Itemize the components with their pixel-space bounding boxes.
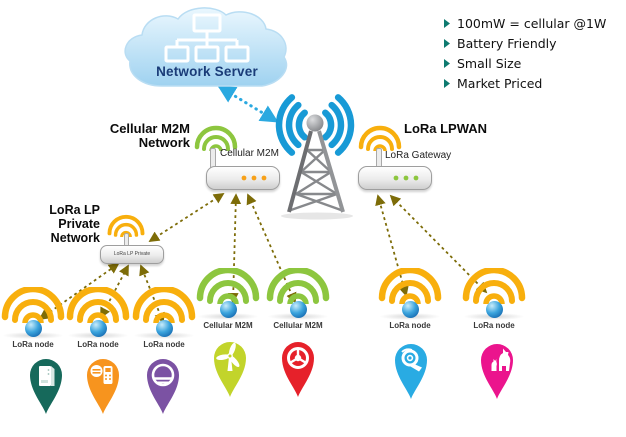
router-label: LoRa LP Private xyxy=(113,251,151,257)
server-tree-icon xyxy=(164,13,250,63)
node-sphere-icon xyxy=(219,301,237,318)
wifi-waves-icon xyxy=(462,268,526,304)
cell-tower xyxy=(263,90,373,222)
hose-reel-icon xyxy=(401,348,422,372)
wifi-waves-icon xyxy=(196,268,260,304)
node-sphere-icon xyxy=(401,301,419,318)
lora-node-2: LoRa node xyxy=(65,287,131,349)
node-label: LoRa node xyxy=(77,340,119,349)
wifi-waves-icon xyxy=(358,125,402,151)
node-sphere-icon xyxy=(24,320,42,337)
feature-list: 100mW = cellular @1W Battery Friendly Sm… xyxy=(444,13,606,93)
lora-node-3: LoRa node xyxy=(131,287,197,349)
feature-text: 100mW = cellular @1W xyxy=(457,15,607,31)
pin-power-meter-cabinet xyxy=(30,359,62,414)
node-label: LoRa node xyxy=(12,340,54,349)
cloud-label: Network Server xyxy=(156,64,258,79)
radio-waves-icon xyxy=(275,94,355,156)
arrow-bullet-icon xyxy=(444,78,450,88)
node-label: Cellular M2M xyxy=(203,321,253,330)
pin-gas-meter-dial xyxy=(147,359,179,414)
feature-text: Small Size xyxy=(457,55,522,71)
router-leds xyxy=(241,175,267,181)
link-node2-to-private xyxy=(100,264,129,319)
wifi-waves-icon xyxy=(66,287,130,323)
node-label: LoRa node xyxy=(473,321,515,330)
link-private-to-cellular xyxy=(148,193,225,242)
pin-water-hose xyxy=(395,344,427,399)
node-label: Cellular M2M xyxy=(273,321,323,330)
lora-lp-private-router: LoRa LP Private xyxy=(98,214,168,266)
lora-node-1: LoRa node xyxy=(0,287,66,349)
node-label: LoRa node xyxy=(143,340,185,349)
wifi-waves-icon xyxy=(132,287,196,323)
node-sphere-icon xyxy=(485,301,503,318)
feature-text: Battery Friendly xyxy=(457,35,557,51)
wind-turbine-icon xyxy=(216,342,240,371)
lpwan-title: LoRa LPWAN xyxy=(404,121,488,136)
router-body: LoRa LP Private xyxy=(100,245,164,264)
feature-item: 100mW = cellular @1W xyxy=(444,13,606,33)
wifi-waves-icon xyxy=(1,287,65,323)
cellular-node-2: Cellular M2M xyxy=(265,268,331,330)
node-sphere-icon xyxy=(289,301,307,318)
meter-handheld-icon xyxy=(90,365,113,384)
cellular-node-1: Cellular M2M xyxy=(195,268,261,330)
wifi-waves-icon xyxy=(107,214,145,237)
arrow-bullet-icon xyxy=(444,58,450,68)
lora-node-4: LoRa node xyxy=(377,268,443,330)
node-label: LoRa node xyxy=(389,321,431,330)
feature-item: Small Size xyxy=(444,53,606,73)
dial-icon xyxy=(151,363,175,387)
feature-item: Battery Friendly xyxy=(444,33,606,53)
router-leds xyxy=(393,175,419,181)
arrow-bullet-icon xyxy=(444,38,450,48)
steering-wheel-icon xyxy=(287,347,309,369)
cellular-m2m-router: Cellular M2M xyxy=(193,125,313,191)
wifi-waves-icon xyxy=(266,268,330,304)
node-sphere-icon xyxy=(155,320,173,337)
link-node6-to-gateway xyxy=(375,194,409,297)
link-node7-to-gateway xyxy=(389,194,488,294)
lora-gateway-router: LoRa Gateway xyxy=(355,125,475,191)
link-tower-to-cloud xyxy=(217,85,279,123)
pin-pet-tracker xyxy=(481,344,513,399)
feature-text: Market Priced xyxy=(457,75,543,91)
router-label: Cellular M2M xyxy=(220,148,279,159)
router-body xyxy=(358,166,432,190)
pin-wind-turbine xyxy=(214,342,246,397)
arrow-bullet-icon xyxy=(444,18,450,28)
tower-top-sphere xyxy=(306,114,324,132)
network-server-cloud: Network Server xyxy=(118,2,296,96)
feature-item: Market Priced xyxy=(444,73,606,93)
cellular-network-title: Cellular M2M Network xyxy=(109,121,190,150)
node-sphere-icon xyxy=(89,320,107,337)
router-label: LoRa Gateway xyxy=(385,150,452,161)
dog-and-cat-icon xyxy=(491,348,511,371)
tower-lattice xyxy=(290,148,342,212)
private-network-title: LoRa LP Private Network xyxy=(49,203,100,245)
wifi-waves-icon xyxy=(378,268,442,304)
router-body xyxy=(206,166,280,190)
lora-node-5: LoRa node xyxy=(461,268,527,330)
pin-steering-wheel xyxy=(282,342,314,397)
pin-metering-devices xyxy=(87,359,119,414)
cabinet-icon xyxy=(39,366,55,386)
